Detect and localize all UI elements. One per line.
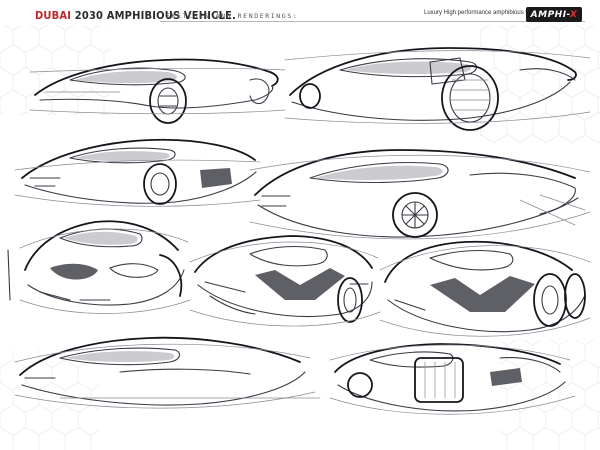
sketch-front-view-right [379, 240, 591, 337]
amphix-logo: AMPHI-X [526, 7, 582, 22]
header-divider [160, 21, 585, 22]
sketch-side-view-top-right [284, 47, 591, 131]
sheet-subtitle: SKETCHES AND RENDERINGS: [166, 12, 299, 20]
sketch-side-view-middle-right [249, 149, 591, 240]
sketch-side-view-top-left [29, 58, 286, 124]
title-city: DUBAI [35, 9, 72, 22]
sketch-front-view-center [189, 235, 381, 327]
hex-pattern-bottomright [500, 340, 600, 450]
hex-pattern-bottomleft [0, 350, 100, 450]
sketch-side-view-middle-left [14, 138, 261, 207]
sheet-title: DUBAI 2030 AMPHIBIOUS VEHICLE. [35, 9, 236, 22]
sheet-tagline: Luxury High performance amphibious vehic… [424, 10, 545, 16]
hex-pattern-topright [480, 25, 600, 145]
title-rest: 2030 AMPHIBIOUS VEHICLE. [71, 9, 237, 22]
logo-text: AMPHI-X [530, 9, 578, 20]
sketch-rear-three-quarter-bottom-right [329, 343, 576, 415]
sketch-side-view-bottom-left [14, 336, 321, 409]
sketch-front-three-quarter-left [7, 220, 191, 314]
